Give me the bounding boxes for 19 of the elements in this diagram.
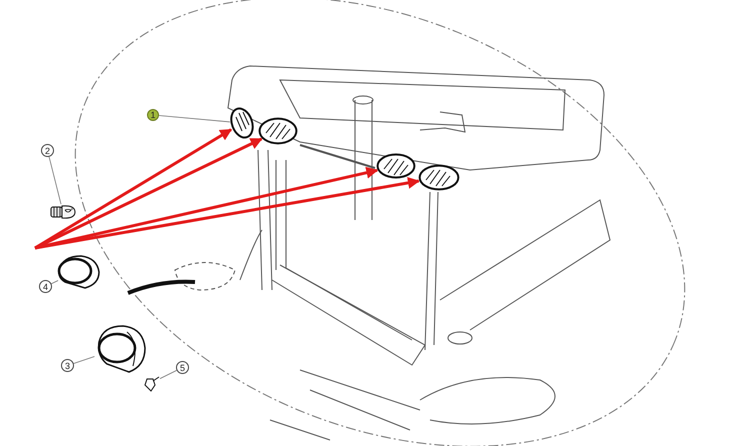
leader-line (160, 370, 178, 379)
lamp-drawing (230, 107, 254, 139)
callout-number: 4 (39, 280, 52, 293)
bulb-drawing (50, 204, 76, 220)
leader-line (158, 115, 230, 122)
leader-line (48, 156, 62, 204)
leader-line (50, 280, 58, 284)
arrow (34, 166, 378, 250)
arrow (34, 176, 420, 250)
arrow (34, 138, 263, 250)
leader-line (73, 356, 95, 364)
lamp-drawing (418, 164, 460, 191)
callout-number: 5 (176, 361, 189, 374)
lamp-drawing (376, 153, 416, 179)
callout-number: 3 (61, 359, 74, 372)
callout-number: 1 (147, 109, 159, 121)
arrow (34, 128, 232, 250)
lamp-drawing (258, 117, 298, 145)
callout-number: 2 (41, 144, 54, 157)
